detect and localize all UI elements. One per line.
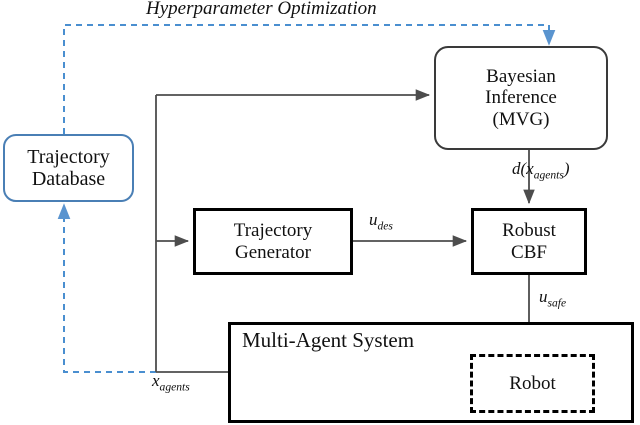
node-robust-cbf-line-2: CBF xyxy=(511,241,547,263)
edge-label-x-agents: xagents xyxy=(152,371,190,393)
edge-label-u-des-sub: des xyxy=(377,219,393,233)
node-bayesian-inference-line-2: Inference xyxy=(485,87,557,109)
node-multi-agent-system-title: Multi-Agent System xyxy=(242,328,415,352)
node-trajectory-database-line-2: Database xyxy=(31,168,106,190)
edge-label-u-safe: usafe xyxy=(539,287,566,309)
node-trajectory-database[interactable]: Trajectory Database xyxy=(3,134,134,202)
node-robot-label: Robot xyxy=(509,372,556,394)
edge-label-u-safe-sub: safe xyxy=(547,296,567,310)
edge-label-d-x-agents-sub: agents xyxy=(533,168,564,182)
node-robust-cbf[interactable]: Robust CBF xyxy=(471,208,587,275)
edge-label-u-des: udes xyxy=(369,210,393,232)
edge-label-d-x-agents-base: d(x xyxy=(512,159,534,178)
node-trajectory-generator[interactable]: Trajectory Generator xyxy=(193,208,353,275)
node-bayesian-inference-line-3: (MVG) xyxy=(492,108,550,130)
node-multi-agent-system[interactable]: Multi-Agent System Robot xyxy=(228,322,634,423)
hyperparameter-optimization-label: Hyperparameter Optimization xyxy=(146,0,377,19)
edge-label-x-agents-sub: agents xyxy=(159,380,190,394)
node-trajectory-database-line-1: Trajectory xyxy=(27,145,110,168)
edge-label-u-des-base: u xyxy=(369,210,378,229)
edge-label-u-safe-base: u xyxy=(539,287,548,306)
node-robot[interactable]: Robot xyxy=(470,354,595,413)
node-robust-cbf-line-1: Robust xyxy=(502,220,556,242)
edge-multiagent-to-database xyxy=(57,203,156,373)
node-trajectory-generator-line-1: Trajectory xyxy=(233,220,313,242)
edge-xagents-bus xyxy=(155,89,431,373)
edge-label-x-agents-base: x xyxy=(152,371,160,390)
node-bayesian-inference-line-1: Bayesian xyxy=(486,66,556,88)
node-bayesian-inference[interactable]: Bayesian Inference (MVG) xyxy=(434,46,608,150)
node-trajectory-generator-line-2: Generator xyxy=(235,241,311,263)
edge-label-d-x-agents: d(xagents) xyxy=(512,159,570,181)
edge-label-d-x-agents-tail: ) xyxy=(563,159,570,178)
